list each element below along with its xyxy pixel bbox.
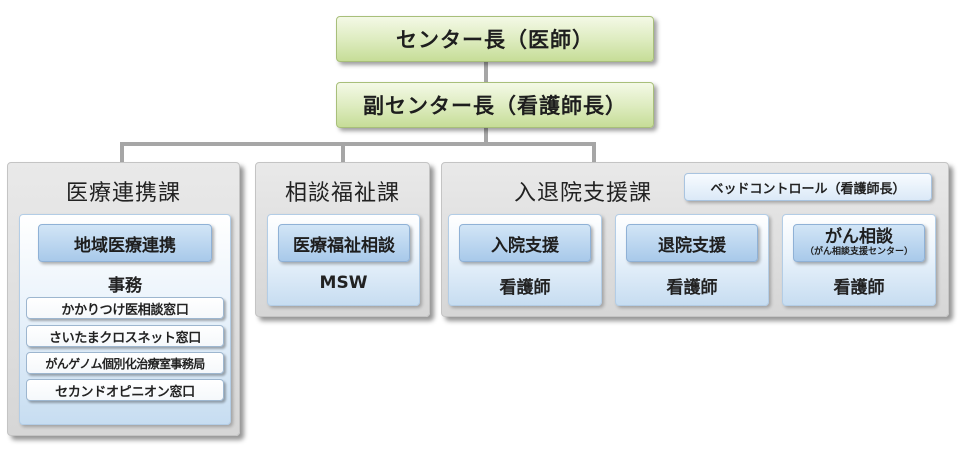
discharge-nurse-label: 看護師	[666, 278, 718, 298]
welfare-department: 相談福祉課 医療福祉相談 MSW	[255, 162, 430, 317]
vice-director-label: 副センター長（看護師長）	[363, 94, 627, 118]
window-family-doctor-label: かかりつけ医相談窓口	[61, 302, 189, 318]
medical-welfare-consult-button: 医療福祉相談	[278, 224, 410, 262]
admission-nurse-label: 看護師	[499, 278, 551, 298]
admission-support-button: 入院支援	[459, 224, 591, 262]
cancer-consult-center-label: （がん相談支援センター）	[804, 246, 913, 257]
window-saitama-crossnet-label: さいたまクロスネット窓口	[48, 330, 201, 346]
office-label: 事務	[108, 276, 142, 296]
welfare-title: 相談福祉課	[284, 181, 400, 206]
window-saitama-crossnet: さいたまクロスネット窓口	[26, 325, 224, 347]
admission-support-label: 入院支援	[491, 235, 559, 256]
bed-control-label: ベッドコントロール（看護師長）	[710, 181, 906, 197]
regional-liaison-label: 地域医療連携	[74, 235, 176, 256]
window-second-opinion: セカンドオピニオン窓口	[26, 379, 224, 401]
msw-label: MSW	[319, 273, 368, 293]
medical-welfare-consult-label: 医療福祉相談	[293, 235, 395, 256]
regional-liaison-button: 地域医療連携	[38, 224, 212, 262]
welfare-panel: 医療福祉相談 MSW	[267, 214, 420, 306]
window-second-opinion-label: セカンドオピニオン窓口	[55, 384, 195, 400]
cancer-consult-button: がん相談 （がん相談支援センター）	[793, 224, 925, 262]
window-cancer-genome: がんゲノム個別化治療室事務局	[26, 352, 224, 374]
bed-control-badge: ベッドコントロール（看護師長）	[684, 173, 932, 201]
cancer-nurse-label: 看護師	[833, 278, 885, 298]
admission-discharge-department: 入退院支援課 ベッドコントロール（看護師長） 入院支援 看護師 退院支援 看護師…	[441, 162, 949, 317]
discharge-support-label: 退院支援	[658, 235, 726, 256]
medical-liaison-department: 医療連携課 地域医療連携 事務 かかりつけ医相談窓口 さいたまクロスネット窓口 …	[7, 162, 240, 436]
director-label: センター長（医師）	[396, 28, 594, 52]
window-family-doctor: かかりつけ医相談窓口	[26, 297, 224, 319]
admission-support-panel: 入院支援 看護師	[448, 214, 602, 306]
admission-discharge-title: 入退院支援課	[514, 181, 653, 206]
medical-liaison-panel: 地域医療連携 事務 かかりつけ医相談窓口 さいたまクロスネット窓口 がんゲノム個…	[19, 214, 231, 425]
director-box: センター長（医師）	[336, 16, 654, 62]
discharge-support-panel: 退院支援 看護師	[615, 214, 769, 306]
medical-liaison-title: 医療連携課	[65, 181, 181, 206]
discharge-support-button: 退院支援	[626, 224, 758, 262]
cancer-consult-panel: がん相談 （がん相談支援センター） 看護師	[782, 214, 936, 306]
cancer-consult-label: がん相談	[825, 226, 893, 247]
vice-director-box: 副センター長（看護師長）	[336, 82, 654, 128]
window-cancer-genome-label: がんゲノム個別化治療室事務局	[45, 356, 205, 371]
